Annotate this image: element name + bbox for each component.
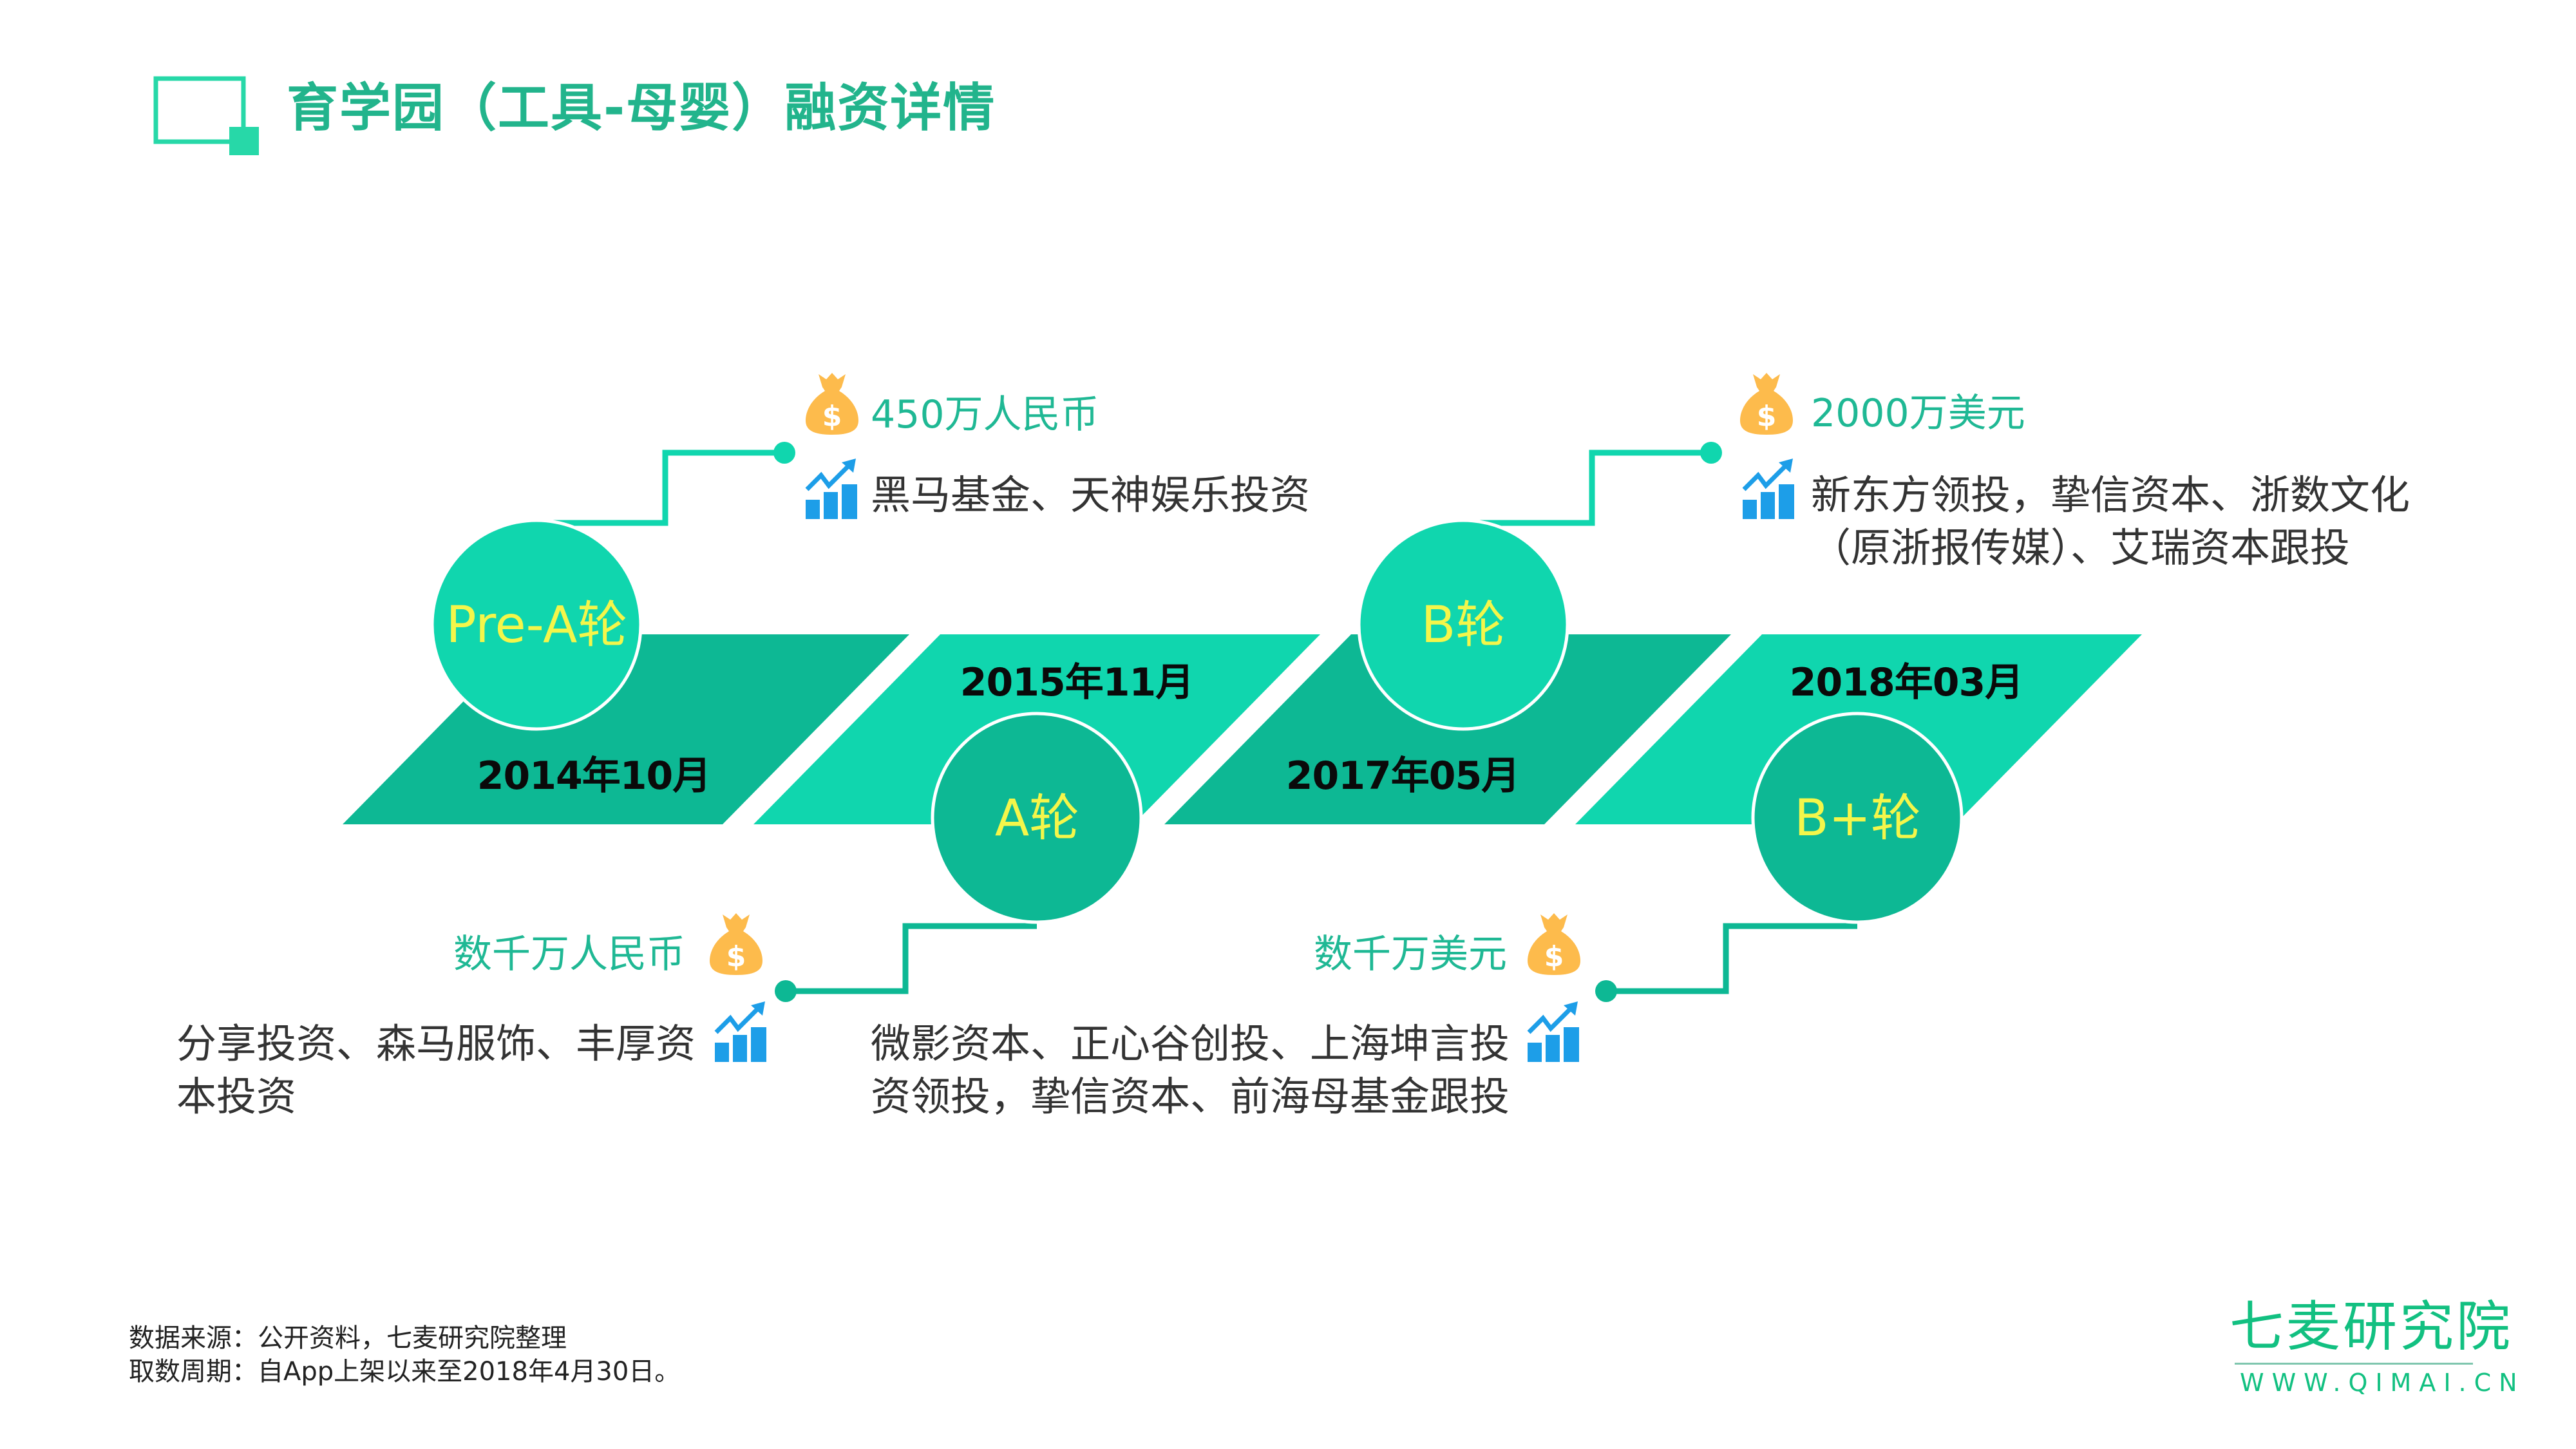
investors-b: 新东方领投，挚信资本、浙数文化（原浙报传媒）、艾瑞资本跟投 bbox=[1811, 471, 2410, 571]
footer-notes: 数据来源：公开资料，七麦研究院整理 取数周期：自App上架以来至2018年4月3… bbox=[129, 1321, 680, 1388]
amount-b-plus: 数千万美元 bbox=[1314, 932, 1507, 977]
date-label-b-plus: 2018年03月 bbox=[1789, 660, 2023, 705]
connector-dot-a bbox=[775, 980, 797, 1002]
svg-text:$: $ bbox=[1544, 940, 1564, 973]
round-circle-b bbox=[1357, 518, 1569, 731]
investors-a: 分享投资、森马服饰、丰厚资本投资 bbox=[176, 1020, 696, 1120]
round-circle-pre-a bbox=[430, 518, 643, 731]
round-label-b: B轮 bbox=[1421, 596, 1506, 654]
round-label-pre-a: Pre-A轮 bbox=[446, 596, 628, 654]
svg-text:$: $ bbox=[822, 400, 842, 433]
investors-pre-a: 黑马基金、天神娱乐投资 bbox=[871, 471, 1311, 518]
date-label-a: 2015年11月 bbox=[960, 660, 1194, 705]
connector-dot-pre-a bbox=[773, 442, 795, 464]
logo-divider bbox=[2235, 1363, 2473, 1365]
date-label-b: 2017年05月 bbox=[1285, 753, 1520, 799]
round-circle-b-plus bbox=[1751, 712, 1964, 924]
logo-url: WWW.QIMAI.CN bbox=[2240, 1368, 2525, 1397]
round-circle-a bbox=[931, 712, 1143, 924]
svg-text:$: $ bbox=[1757, 400, 1777, 433]
connector-line-b bbox=[1463, 450, 1711, 526]
square-frame-icon bbox=[153, 76, 259, 155]
growth-chart-icon bbox=[1527, 1001, 1579, 1062]
growth-chart-icon bbox=[714, 1001, 766, 1062]
money-bag-icon: $ bbox=[710, 913, 762, 975]
connector-line-pre-a bbox=[536, 450, 784, 526]
money-bag-icon: $ bbox=[806, 373, 858, 435]
svg-text:$: $ bbox=[726, 940, 746, 973]
date-label-pre-a: 2014年10月 bbox=[477, 753, 711, 799]
page-title: 育学园（工具-母婴）融资详情 bbox=[287, 78, 996, 138]
logo-name: 七麦研究院 bbox=[2230, 1295, 2514, 1358]
growth-chart-icon bbox=[1742, 459, 1794, 519]
investors-b-plus: 微影资本、正心谷创投、上海坤言投资领投，挚信资本、前海母基金跟投 bbox=[871, 1020, 1510, 1120]
amount-pre-a: 450万人民币 bbox=[871, 392, 1099, 437]
amount-b: 2000万美元 bbox=[1811, 391, 2025, 436]
connector-line-b-plus bbox=[1606, 923, 1857, 994]
money-bag-icon: $ bbox=[1528, 913, 1580, 975]
connector-dot-b bbox=[1700, 442, 1722, 464]
connector-dot-b-plus bbox=[1595, 980, 1617, 1002]
round-label-b-plus: B+轮 bbox=[1794, 789, 1921, 848]
data-source-note: 数据来源：公开资料，七麦研究院整理 bbox=[129, 1323, 567, 1353]
data-period-note: 取数周期：自App上架以来至2018年4月30日。 bbox=[129, 1357, 681, 1387]
connector-line-a bbox=[786, 923, 1037, 994]
money-bag-icon: $ bbox=[1740, 373, 1793, 435]
amount-a: 数千万人民币 bbox=[453, 932, 685, 977]
growth-chart-icon bbox=[805, 459, 857, 519]
round-label-a: A轮 bbox=[994, 789, 1080, 848]
